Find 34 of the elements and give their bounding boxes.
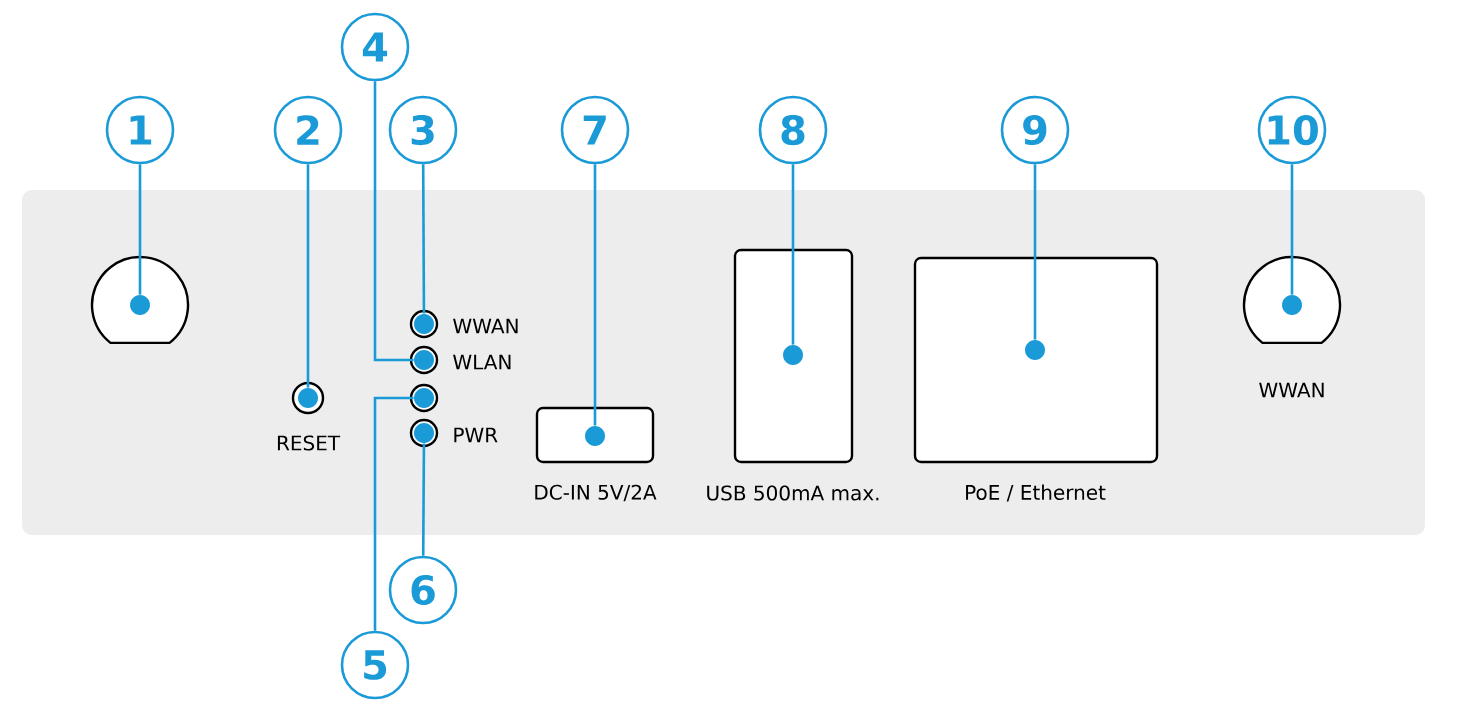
target-dot — [1025, 340, 1045, 360]
leader-line — [1033, 164, 1037, 340]
target-dot — [130, 295, 150, 315]
callout-number: 7 — [560, 95, 630, 165]
port-label: WWAN — [453, 318, 518, 334]
port-label: PWR — [454, 427, 498, 443]
leader-line — [306, 164, 310, 388]
callout-number: 6 — [388, 555, 458, 625]
callout-number: 1 — [105, 95, 175, 165]
callout-number: 9 — [1000, 95, 1070, 165]
callout-number: 3 — [388, 95, 458, 165]
port-label: DC-IN 5V/2A — [535, 484, 657, 502]
callout-number: 2 — [273, 95, 343, 165]
target-dot — [1282, 295, 1302, 315]
target-dot — [298, 388, 318, 408]
leader-line — [421, 164, 426, 314]
leader-line — [138, 164, 142, 295]
port-label: USB 500mA max. — [707, 485, 879, 501]
port-label: WLAN — [453, 354, 511, 370]
callout-number: 5 — [340, 630, 410, 700]
port-label: RESET — [277, 435, 341, 451]
leader-line — [791, 164, 795, 345]
callout-number: 4 — [340, 12, 410, 82]
port-label: WWAN — [1259, 382, 1324, 398]
port-label: PoE / Ethernet — [966, 484, 1106, 502]
leader-line — [373, 396, 414, 631]
callout-number: 10 — [1257, 95, 1327, 165]
leader-line — [373, 81, 414, 362]
target-dot — [585, 426, 605, 446]
target-dot — [783, 345, 803, 365]
callout-number: 8 — [758, 95, 828, 165]
leader-line — [421, 443, 426, 556]
leader-line — [593, 164, 597, 426]
leader-line — [1290, 164, 1294, 295]
